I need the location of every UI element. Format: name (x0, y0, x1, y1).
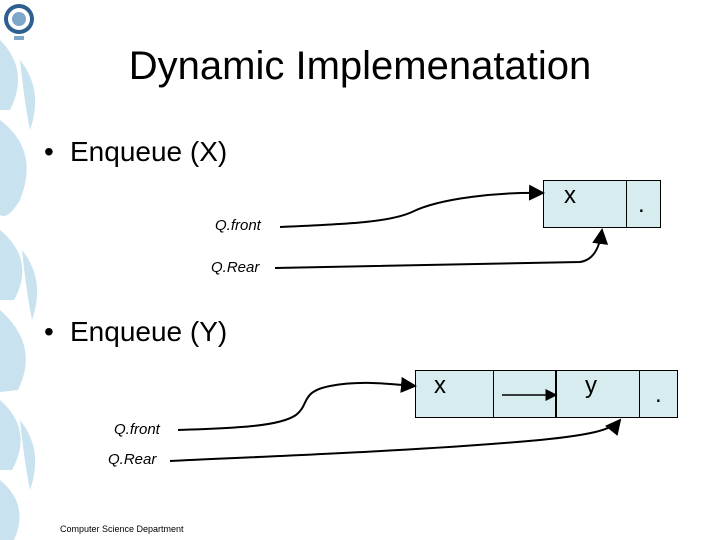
front-pointer-label: Q.front (114, 421, 160, 438)
rear-arrow-1 (274, 228, 609, 269)
bullet-enqueue-y: • Enqueue (Y) (44, 316, 227, 348)
rear-pointer-label: Q.Rear (108, 451, 157, 468)
null-pointer-mark: . (655, 381, 662, 408)
footer-text: Computer Science Department (60, 524, 184, 534)
node-value: y (585, 372, 597, 399)
front-arrow-2 (177, 376, 417, 431)
bullet-text: Enqueue (Y) (70, 316, 228, 347)
bullet-dot: • (44, 316, 54, 347)
queue-node-y: y . (556, 370, 678, 418)
node-pointer-field (626, 181, 627, 227)
slide-title: Dynamic Implemenatation (128, 44, 592, 88)
front-pointer-label: Q.front (215, 217, 261, 234)
node-value: x (564, 182, 576, 209)
rear-pointer-label: Q.Rear (211, 259, 260, 276)
null-pointer-mark: . (638, 191, 645, 218)
bullet-dot: • (44, 136, 54, 167)
queue-node-x: x . (543, 180, 661, 228)
queue-node-x: x (415, 370, 556, 418)
rear-arrow-2 (169, 418, 622, 462)
node-pointer-field (639, 371, 640, 417)
bullet-enqueue-x: • Enqueue (X) (44, 136, 227, 168)
front-arrow-1 (279, 184, 545, 228)
node-value: x (434, 372, 446, 399)
university-seal-icon (4, 4, 34, 40)
decorative-side-strip (0, 0, 48, 540)
node-pointer-field (493, 371, 494, 417)
bullet-text: Enqueue (X) (70, 136, 228, 167)
